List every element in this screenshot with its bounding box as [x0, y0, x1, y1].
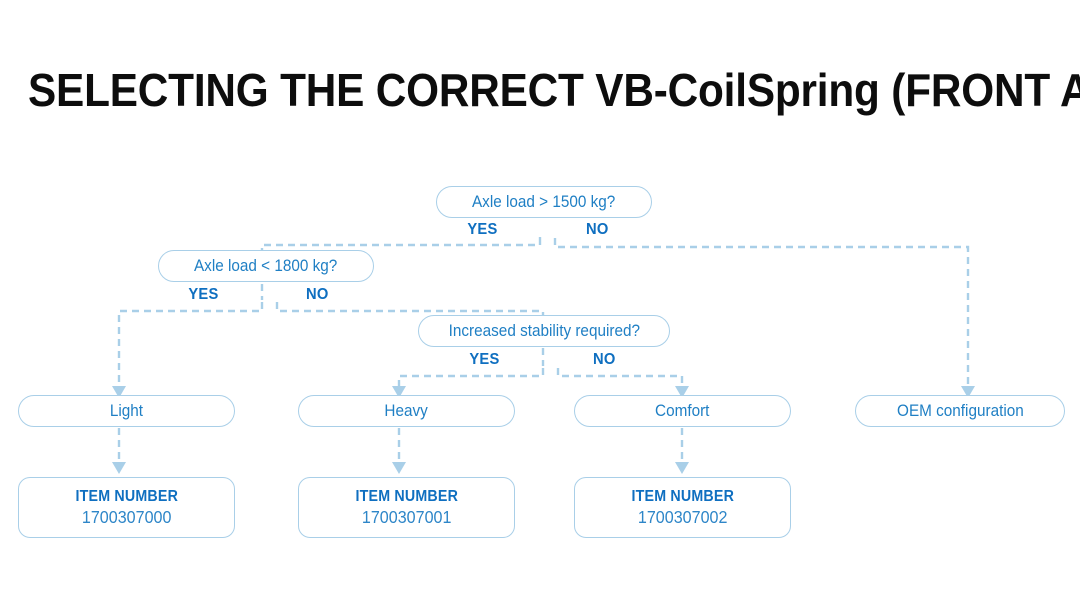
decision-label: Axle load < 1800 kg?	[194, 256, 338, 275]
item-number-value: 1700307001	[361, 506, 452, 527]
item-number-value: 1700307000	[81, 506, 172, 527]
decision-node-axle-load-1500[interactable]: Axle load > 1500 kg?	[436, 186, 652, 218]
branch-label-d1-yes: YES	[467, 221, 498, 238]
arrowhead-oem	[961, 386, 975, 398]
branch-label-d2-no: NO	[305, 286, 329, 303]
edge-d3-no	[556, 368, 684, 390]
result-label: Comfort	[655, 401, 710, 420]
item-number-label: ITEM NUMBER	[355, 487, 458, 505]
branch-label-d2-yes: YES	[188, 286, 219, 303]
arrowhead-light	[112, 386, 126, 398]
arrowhead-heavy	[392, 386, 406, 398]
branch-label-d1-no: NO	[585, 221, 609, 238]
edge-d1-no	[553, 238, 970, 390]
result-node-comfort[interactable]: Comfort	[574, 395, 791, 427]
item-number-label: ITEM NUMBER	[631, 487, 734, 505]
item-number-label: ITEM NUMBER	[75, 487, 178, 505]
page-title: SELECTING THE CORRECT VB-CoilSpring (FRO…	[28, 64, 1080, 116]
result-label: Light	[109, 401, 144, 420]
branch-label-d3-yes: YES	[469, 351, 500, 368]
result-node-oem-configuration[interactable]: OEM configuration	[855, 395, 1065, 427]
edge-d3-yes	[397, 368, 545, 390]
edge-d2-yes	[117, 302, 264, 390]
arrowhead-item-2	[392, 462, 406, 474]
result-label: Heavy	[384, 401, 429, 420]
decision-node-increased-stability[interactable]: Increased stability required?	[418, 315, 670, 347]
arrowhead-comfort	[675, 386, 689, 398]
decision-label: Axle load > 1500 kg?	[472, 192, 616, 211]
item-number-box-3[interactable]: ITEM NUMBER 1700307002	[574, 477, 791, 538]
decision-node-axle-load-1800[interactable]: Axle load < 1800 kg?	[158, 250, 374, 282]
decision-label: Increased stability required?	[448, 321, 640, 340]
item-number-value: 1700307002	[637, 506, 728, 527]
item-number-box-2[interactable]: ITEM NUMBER 1700307001	[298, 477, 515, 538]
branch-label-d3-no: NO	[592, 351, 616, 368]
result-node-heavy[interactable]: Heavy	[298, 395, 515, 427]
result-node-light[interactable]: Light	[18, 395, 235, 427]
result-label: OEM configuration	[896, 401, 1024, 420]
arrowhead-item-3	[675, 462, 689, 474]
item-number-box-1[interactable]: ITEM NUMBER 1700307000	[18, 477, 235, 538]
arrowhead-item-1	[112, 462, 126, 474]
